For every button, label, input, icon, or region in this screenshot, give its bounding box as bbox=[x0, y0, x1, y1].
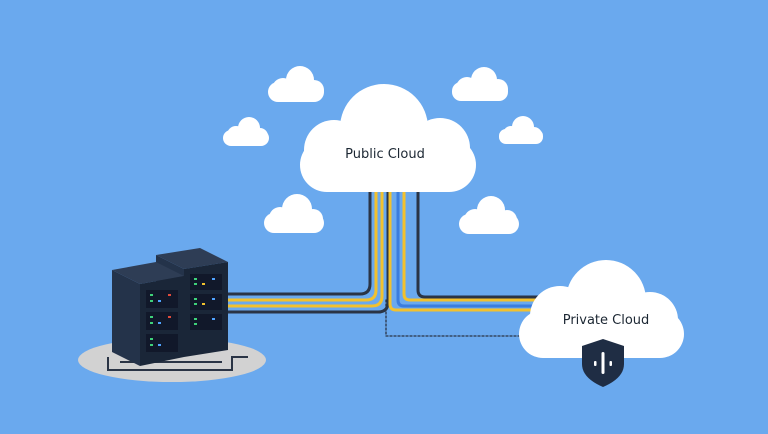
shield-icon bbox=[582, 339, 624, 387]
small-cloud bbox=[268, 66, 324, 102]
cable-yellow bbox=[388, 190, 547, 312]
network-cables bbox=[226, 190, 547, 337]
server-rack-icon bbox=[112, 262, 184, 366]
cable-dark bbox=[416, 190, 547, 299]
cable-yellow bbox=[402, 190, 547, 302]
small-cloud bbox=[452, 67, 508, 101]
small-cloud bbox=[459, 196, 519, 234]
decorative-clouds bbox=[223, 66, 543, 234]
private-cloud bbox=[519, 260, 684, 358]
public-cloud bbox=[300, 84, 476, 192]
private-cloud-label: Private Cloud bbox=[563, 313, 650, 328]
cable-yellow bbox=[226, 190, 378, 302]
cable-blue bbox=[396, 190, 547, 308]
cable-dark bbox=[226, 190, 372, 296]
cable-dotted bbox=[385, 299, 546, 337]
cable-yellow bbox=[226, 190, 384, 308]
small-cloud bbox=[223, 117, 269, 146]
small-cloud bbox=[264, 194, 324, 233]
small-cloud bbox=[499, 116, 543, 144]
public-cloud-label: Public Cloud bbox=[345, 147, 425, 162]
